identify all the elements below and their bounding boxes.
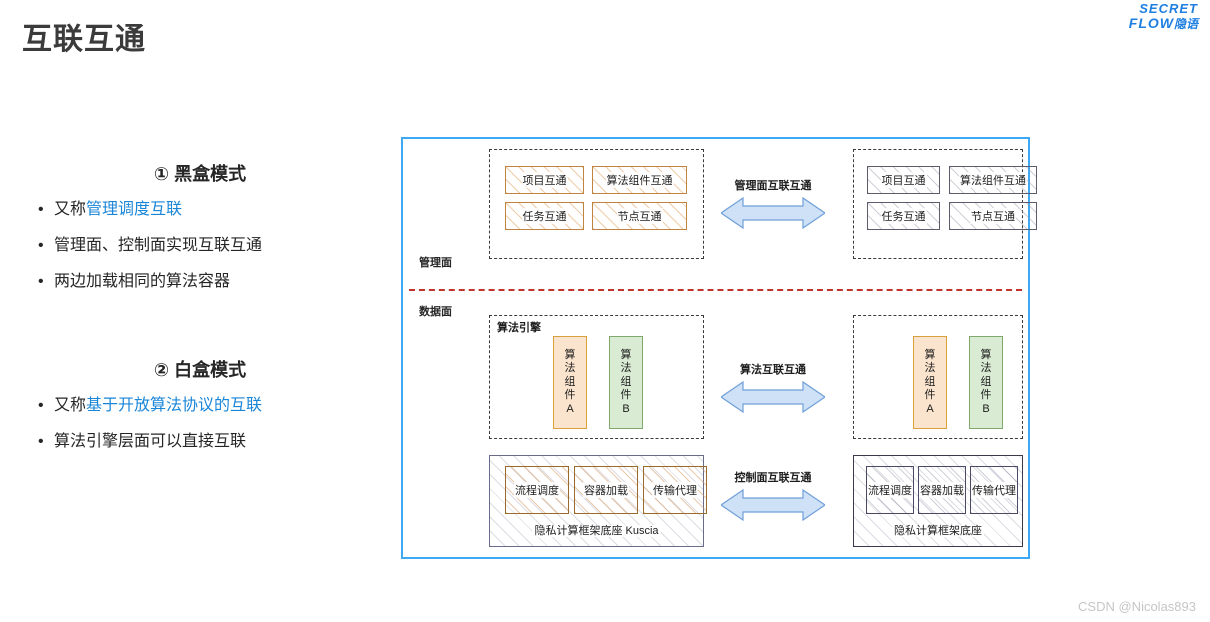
base-cell-left-transport-proxy: 传输代理	[643, 466, 707, 514]
connector-algorithm: 算法互联互通	[715, 361, 831, 415]
bullet-text-plain: 又称	[54, 201, 87, 218]
data-plane-label: 数据面	[419, 306, 452, 318]
list-item: • 又称基于开放算法协议的互联	[0, 396, 390, 416]
double-arrow-icon	[721, 380, 825, 414]
data-group-left	[489, 315, 704, 439]
algorithm-engine-label: 算法引擎	[495, 319, 543, 335]
mgmt-cell-left-project: 项目互通	[505, 166, 584, 194]
mgmt-cell-left-node: 节点互通	[592, 202, 687, 230]
mgmt-cell-right-task: 任务互通	[867, 202, 940, 230]
secretflow-logo: SECRET FLOW隐语	[1082, 2, 1198, 36]
connector-management: 管理面互联互通	[715, 177, 831, 231]
list-item: • 算法引擎层面可以直接互联	[0, 432, 390, 452]
bullet-dot: •	[38, 433, 44, 450]
connector-algorithm-label: 算法互联互通	[740, 364, 806, 376]
base-cell-right-transport-proxy: 传输代理	[970, 466, 1018, 514]
bullet-dot: •	[38, 237, 44, 254]
connector-control-label: 控制面互联互通	[734, 472, 812, 484]
mgmt-cell-right-algo-component: 算法组件互通	[949, 166, 1037, 194]
mgmt-cell-right-project: 项目互通	[867, 166, 940, 194]
left-description-column: ① 黑盒模式 • 又称管理调度互联 • 管理面、控制面实现互联互通 • 两边加载…	[0, 160, 390, 468]
list-item: • 又称管理调度互联	[0, 200, 390, 220]
whitebox-block: ② 白盒模式 • 又称基于开放算法协议的互联 • 算法引擎层面可以直接互联	[0, 356, 390, 452]
mgmt-cell-left-task: 任务互通	[505, 202, 584, 230]
base-platform-right: 流程调度 容器加载 传输代理 隐私计算框架底座	[853, 455, 1023, 547]
bullet-text-plain: 又称	[54, 397, 87, 414]
connector-control: 控制面互联互通	[715, 469, 831, 523]
mgmt-cell-left-algo-component: 算法组件互通	[592, 166, 687, 194]
list-item: • 两边加载相同的算法容器	[0, 272, 390, 292]
mgmt-cell-right-node: 节点互通	[949, 202, 1037, 230]
bullet-text-highlight: 管理调度互联	[86, 201, 183, 218]
architecture-diagram: 管理面 数据面 项目互通 算法组件互通 任务互通 节点互通 项目互通 算法组件互…	[401, 137, 1037, 559]
bullet-dot: •	[38, 201, 44, 218]
management-plane-label: 管理面	[419, 257, 452, 269]
logo-line-1: SECRET	[1139, 1, 1198, 16]
base-platform-left-title: 隐私计算框架底座 Kuscia	[532, 525, 661, 537]
base-platform-right-title: 隐私计算框架底座	[892, 525, 984, 537]
plane-divider	[409, 289, 1022, 291]
bullet-text-plain: 两边加载相同的算法容器	[54, 273, 231, 290]
bullet-text: 两边加载相同的算法容器	[54, 272, 230, 292]
base-cell-right-scheduler: 流程调度	[866, 466, 914, 514]
logo-line-2: FLOW隐语	[1082, 16, 1198, 30]
bullet-text-plain: 算法引擎层面可以直接互联	[54, 433, 247, 450]
bullet-text: 管理面、控制面实现互联互通	[54, 236, 262, 256]
base-platform-left: 流程调度 容器加载 传输代理 隐私计算框架底座 Kuscia	[489, 455, 707, 547]
list-item: • 管理面、控制面实现互联互通	[0, 236, 390, 256]
bullet-text-plain: 管理面、控制面实现互联互通	[54, 237, 263, 254]
double-arrow-icon	[721, 488, 825, 522]
base-cell-left-container-loader: 容器加载	[574, 466, 638, 514]
bullet-text: 又称管理调度互联	[54, 200, 182, 220]
bullet-text: 算法引擎层面可以直接互联	[54, 432, 246, 452]
bullet-dot: •	[38, 397, 44, 414]
bullet-text-highlight: 基于开放算法协议的互联	[86, 397, 263, 414]
page-title: 互联互通	[22, 23, 146, 56]
logo-cn-text: 隐语	[1173, 17, 1198, 31]
watermark: CSDN @Nicolas893	[1078, 599, 1196, 614]
bullet-text: 又称基于开放算法协议的互联	[54, 396, 262, 416]
double-arrow-icon	[721, 196, 825, 230]
blackbox-heading: ① 黑盒模式	[153, 164, 247, 184]
bullet-dot: •	[38, 273, 44, 290]
whitebox-heading: ② 白盒模式	[153, 360, 247, 380]
logo-flow-text: FLOW	[1128, 15, 1174, 31]
base-cell-right-container-loader: 容器加载	[918, 466, 966, 514]
connector-management-label: 管理面互联互通	[734, 180, 812, 192]
base-cell-left-scheduler: 流程调度	[505, 466, 569, 514]
management-group-right	[853, 149, 1023, 259]
